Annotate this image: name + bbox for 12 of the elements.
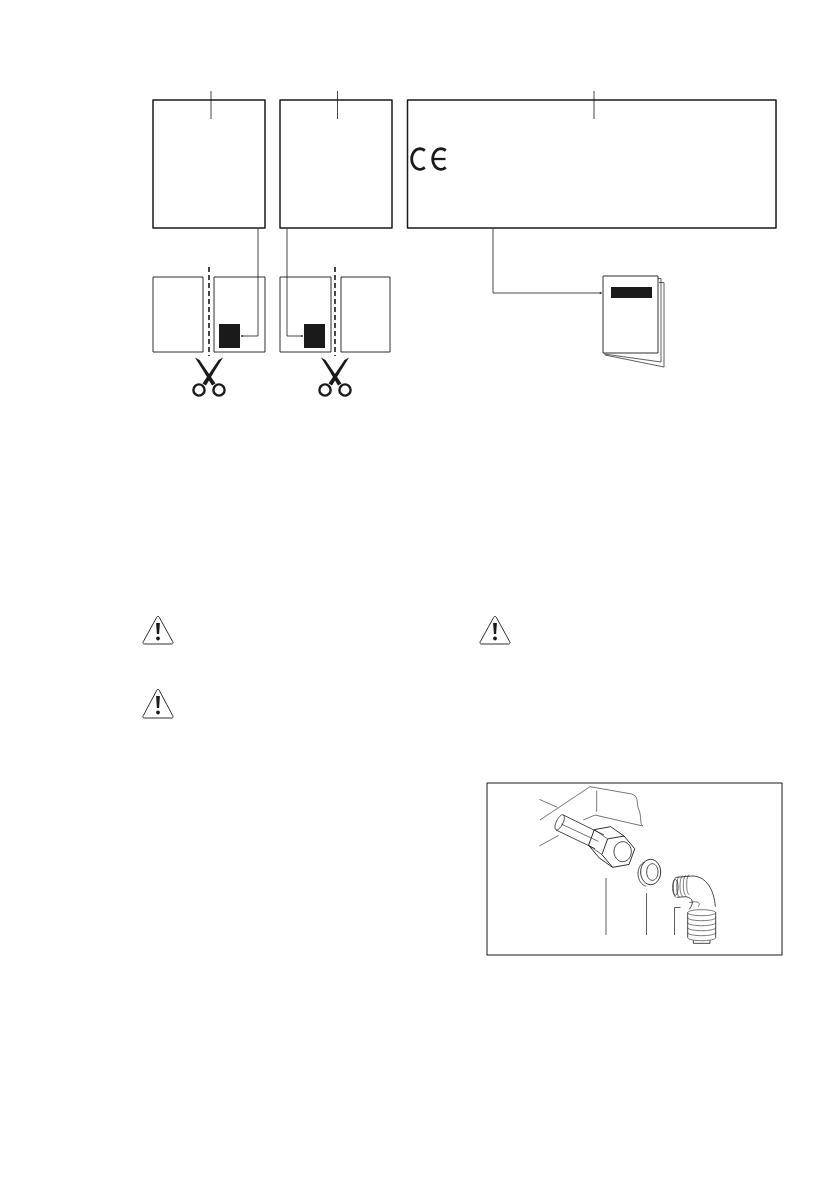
- filled-square: [219, 324, 240, 348]
- booklet-drawing: [602, 275, 665, 368]
- label-box: [406, 99, 777, 229]
- leader-arrow: [240, 228, 259, 337]
- leader-arrow: [492, 228, 603, 294]
- label-box: [279, 99, 393, 229]
- leader-line: [210, 90, 212, 120]
- leader-line: [593, 90, 595, 120]
- leader-line: [337, 90, 338, 120]
- leader-arrow: [286, 228, 304, 337]
- filled-square: [304, 324, 325, 348]
- label-box: [152, 99, 266, 229]
